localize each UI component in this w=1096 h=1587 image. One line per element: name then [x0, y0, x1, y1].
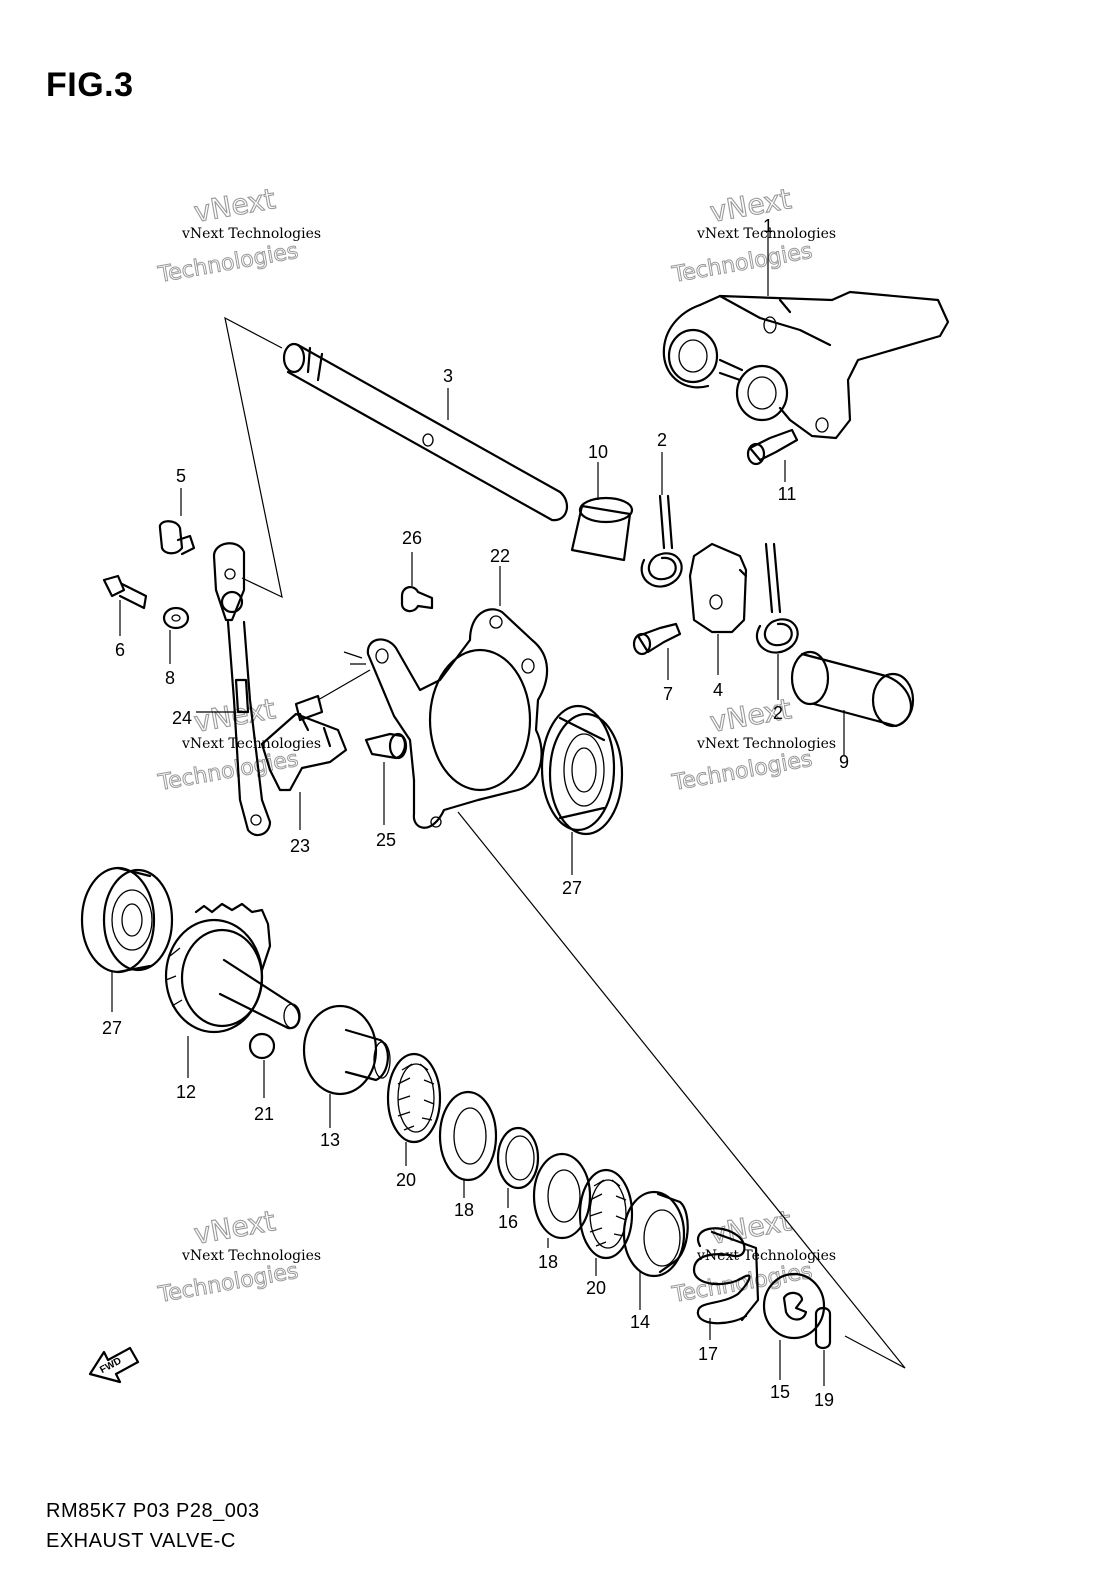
- needle-bearing-part-20b: [578, 1168, 634, 1276]
- watermark-top-left: vNext Technologies vNext Technologies: [155, 182, 321, 289]
- label-2b: 2: [773, 703, 783, 723]
- spring-part-2a: [640, 452, 683, 588]
- svg-text:Technologies: Technologies: [670, 239, 815, 288]
- screw-part-26: [400, 552, 434, 613]
- spring-part-2b: [756, 542, 799, 700]
- snap-ring-part-16: [496, 1126, 540, 1208]
- retainer-part-15: [762, 1272, 826, 1380]
- bearing-part-27a: [540, 704, 624, 875]
- label-2a: 2: [657, 430, 667, 450]
- washer-part-18a: [438, 1090, 498, 1198]
- label-1: 1: [763, 216, 773, 236]
- label-22: 22: [490, 546, 510, 566]
- assembly-guide-lines: [224, 316, 906, 1369]
- cup-part-14: [622, 1190, 689, 1310]
- svg-text:vNext: vNext: [191, 1204, 277, 1251]
- bushing-part-10: [570, 462, 634, 562]
- bracket-part-23: [260, 694, 348, 830]
- sleeve-part-9: [790, 650, 915, 755]
- watermark-bottom-right: vNext Technologies vNext Technologies: [669, 1204, 836, 1309]
- washer-part-18b: [532, 1152, 592, 1248]
- bolt-part-5: [158, 488, 196, 556]
- label-9: 9: [839, 752, 849, 772]
- svg-text:Technologies: Technologies: [156, 1259, 301, 1308]
- svg-text:vNext Technologies: vNext Technologies: [181, 226, 321, 242]
- svg-text:Technologies: Technologies: [156, 239, 301, 288]
- rod-link-part-24: [196, 542, 272, 837]
- watermark-bottom-left: vNext Technologies vNext Technologies: [155, 1204, 321, 1309]
- lever-block-part-4: [688, 542, 748, 675]
- screw-part-25: [364, 732, 408, 825]
- label-18a: 18: [454, 1200, 474, 1220]
- bolt-part-6: [102, 574, 148, 636]
- label-15: 15: [770, 1382, 790, 1402]
- label-8: 8: [165, 668, 175, 688]
- label-5: 5: [176, 466, 186, 486]
- label-14: 14: [630, 1312, 650, 1332]
- needle-bearing-part-20a: [386, 1052, 442, 1166]
- svg-text:vNext: vNext: [191, 182, 277, 229]
- svg-text:vNext: vNext: [707, 182, 793, 229]
- label-25: 25: [376, 830, 396, 850]
- label-11: 11: [778, 484, 797, 504]
- part-number-labels: 1 2 2 3 4 5 6 7 8 9 10 11 12 13 14 15 16…: [102, 216, 849, 1410]
- label-24: 24: [172, 708, 192, 728]
- label-21: 21: [254, 1104, 274, 1124]
- label-13: 13: [320, 1130, 340, 1150]
- shaft-part-3: [282, 342, 569, 522]
- label-17: 17: [698, 1344, 718, 1364]
- ball-part-21: [248, 1032, 276, 1098]
- washer-part-8: [162, 606, 190, 664]
- collar-part-13: [302, 1004, 391, 1128]
- pin-part-19: [814, 1306, 832, 1386]
- gear-shaft-part-12: [164, 902, 301, 1078]
- figure-code: RM85K7 P03 P28_003: [46, 1500, 260, 1522]
- label-26: 26: [402, 528, 422, 548]
- label-20b: 20: [586, 1278, 606, 1298]
- bearing-part-27b: [80, 866, 174, 1012]
- screw-part-7: [632, 622, 682, 680]
- label-18b: 18: [538, 1252, 558, 1272]
- watermark-mid-right: vNext Technologies vNext Technologies: [669, 692, 836, 797]
- figure-title: FIG.3: [46, 66, 134, 104]
- svg-text:vNext Technologies: vNext Technologies: [181, 1248, 321, 1264]
- label-4: 4: [713, 680, 723, 700]
- label-20a: 20: [396, 1170, 416, 1190]
- label-7: 7: [663, 684, 673, 704]
- label-10: 10: [588, 442, 608, 462]
- plate-part-22: [343, 566, 549, 829]
- watermark-top-right: vNext Technologies vNext Technologies: [669, 182, 836, 289]
- forward-direction-arrow: FWD: [88, 1346, 140, 1384]
- label-19: 19: [814, 1390, 834, 1410]
- label-16: 16: [498, 1212, 518, 1232]
- label-23: 23: [290, 836, 310, 856]
- label-27a: 27: [562, 878, 582, 898]
- figure-name: EXHAUST VALVE-C: [46, 1530, 236, 1552]
- svg-text:vNext Technologies: vNext Technologies: [181, 736, 321, 752]
- label-3: 3: [443, 366, 453, 386]
- valve-housing-part-1: [662, 232, 950, 440]
- label-12: 12: [176, 1082, 196, 1102]
- svg-text:vNext Technologies: vNext Technologies: [696, 736, 836, 752]
- svg-text:Technologies: Technologies: [670, 747, 815, 796]
- bolt-part-11: [746, 428, 799, 482]
- label-27b: 27: [102, 1018, 122, 1038]
- svg-text:vNext Technologies: vNext Technologies: [696, 226, 836, 242]
- coil-spring-part-17: [692, 1227, 760, 1340]
- label-6: 6: [115, 640, 125, 660]
- svg-text:Technologies: Technologies: [670, 1259, 815, 1308]
- svg-text:vNext Technologies: vNext Technologies: [696, 1248, 836, 1264]
